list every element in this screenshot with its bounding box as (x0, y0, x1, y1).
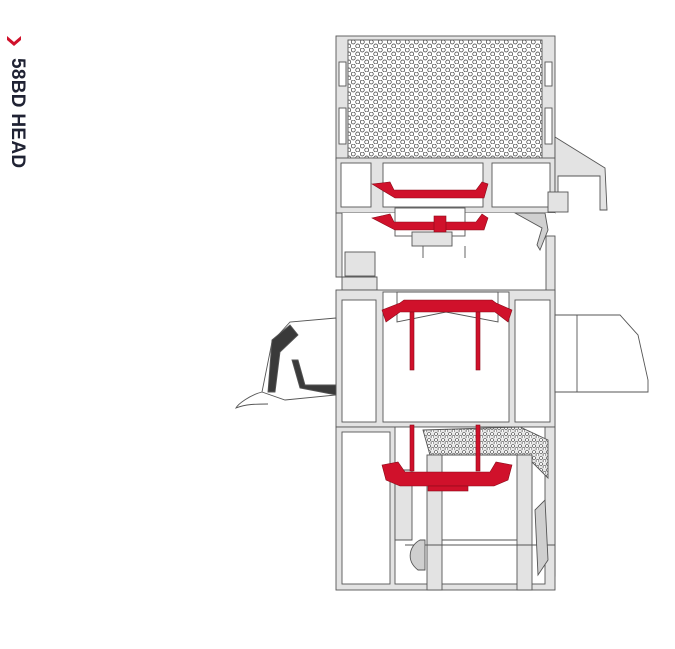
handle (554, 314, 649, 393)
thermal-break-strips (371, 181, 513, 492)
top-insulated-frame (335, 35, 556, 161)
frame-thermal-chamber (335, 157, 556, 214)
external-gasket (235, 317, 337, 409)
chevron-down-icon (7, 36, 21, 46)
